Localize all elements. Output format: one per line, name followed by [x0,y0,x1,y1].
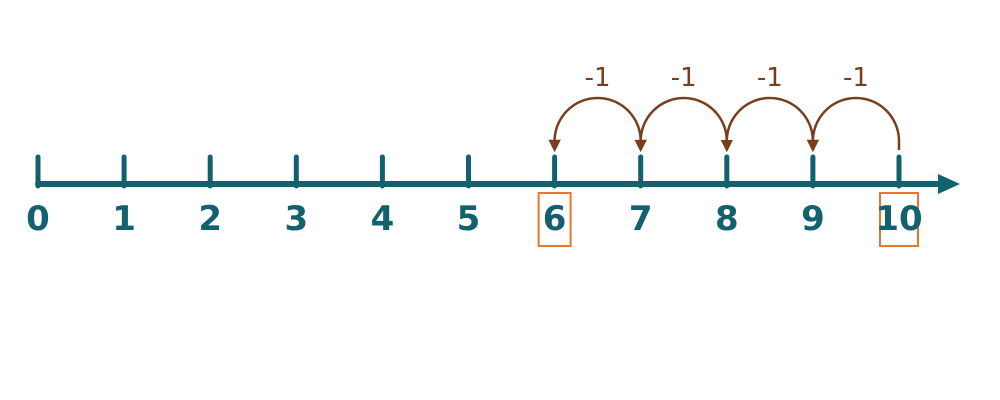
tick-label-4: 4 [371,199,395,239]
tick-label-6: 6 [543,199,567,239]
tick-label-2: 2 [198,199,222,239]
jump-label-9-to-8: -1 [757,63,783,93]
axis-arrow-head [938,174,960,194]
highlight-box-6 [537,192,572,247]
jump-label-8-to-7: -1 [671,63,697,93]
tick-label-9: 9 [801,199,825,239]
tick-label-10: 10 [875,199,922,239]
tick-label-8: 8 [715,199,739,239]
tick-label-7: 7 [629,199,653,239]
jump-arc-7-to-6 [548,96,642,153]
tick-label-1: 1 [112,199,136,239]
highlight-box-10 [879,192,919,247]
jump-label-7-to-6: -1 [585,63,611,93]
jump-arc-8-to-7 [634,96,729,153]
tick-label-0: 0 [26,199,50,239]
jump-label-10-to-9: -1 [843,63,869,93]
tick-label-5: 5 [457,199,481,239]
jump-arc-9-to-8 [720,96,815,153]
jump-arc-10-to-9 [806,96,901,153]
tick-label-3: 3 [284,199,308,239]
